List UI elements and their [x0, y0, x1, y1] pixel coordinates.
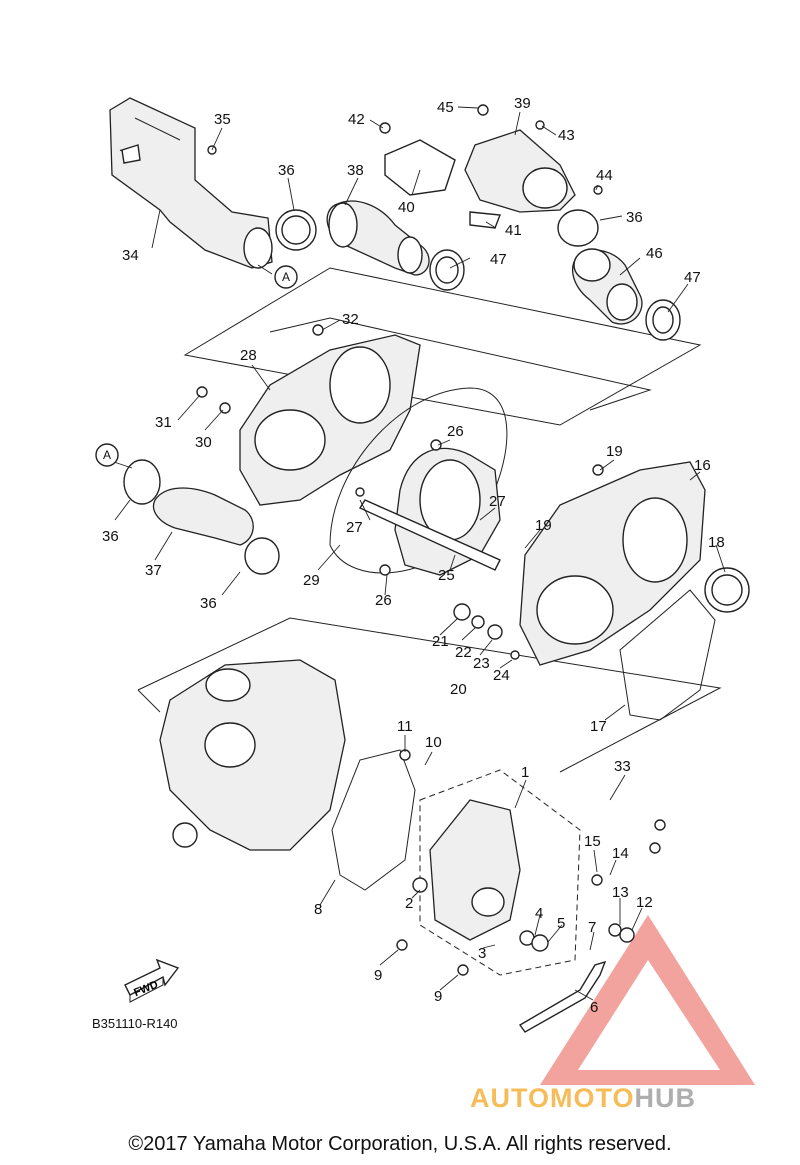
clutch-cover-outer-16 [519, 461, 706, 666]
watermark-logo: AUTOMOTOHUB [470, 1083, 696, 1114]
callout-leader-lines [107, 106, 726, 1001]
reference-marker-a: A [95, 443, 119, 467]
callout-label: 11 [397, 718, 413, 735]
callout-labels: 35 36 38 42 45 39 43 40 44 36 34 41 47 4… [102, 95, 725, 1016]
callout-label: 27 [489, 493, 506, 510]
copyright-notice: ©2017 Yamaha Motor Corporation, U.S.A. A… [128, 1133, 672, 1155]
diagram-code: B351110-R140 [92, 1016, 178, 1031]
intake-duct-37 [123, 459, 280, 575]
hose-clamps-and-hoses [275, 200, 681, 341]
callout-label: 47 [684, 269, 701, 286]
callout-label: 1 [521, 764, 529, 781]
assembly-outline-frames [137, 267, 722, 976]
callout-label: 19 [606, 443, 623, 460]
callout-label: 34 [122, 247, 139, 264]
clutch-cover-inner-28 [239, 334, 421, 506]
callout-label: 9 [434, 988, 442, 1005]
watermark-text-part2: HUB [634, 1083, 697, 1113]
callout-label: 12 [636, 894, 653, 911]
callout-label: 9 [374, 967, 382, 984]
callout-label: 7 [588, 919, 596, 936]
callout-label: 13 [612, 884, 629, 901]
callout-label: 45 [437, 99, 454, 116]
reference-marker-a: A [274, 265, 298, 289]
crankcase-cover-1 [429, 799, 521, 941]
callout-label: 36 [278, 162, 295, 179]
callout-label: 16 [694, 457, 711, 474]
callout-label: 28 [240, 347, 257, 364]
callout-label: 26 [375, 592, 392, 609]
forward-direction-arrow: FWD [124, 958, 180, 1003]
callout-label: 43 [558, 127, 575, 144]
watermark-text-part1: AUTOMOTO [470, 1083, 635, 1113]
callout-label: 35 [214, 111, 231, 128]
callout-label: 3 [478, 945, 486, 962]
air-duct-housing-39 [384, 129, 576, 229]
callout-label: 36 [200, 595, 217, 612]
intake-duct-34 [109, 97, 273, 269]
callout-label: 39 [514, 95, 531, 112]
callout-label: 24 [493, 667, 510, 684]
callout-label: 27 [346, 519, 363, 536]
callout-label: 36 [102, 528, 119, 545]
reference-label: A [103, 448, 111, 462]
crankcase-cover-gasket-8 [331, 749, 416, 891]
oil-hose-6 [518, 960, 607, 1033]
callout-label: 38 [347, 162, 364, 179]
callout-label: 21 [432, 633, 449, 650]
callout-label: 4 [535, 905, 543, 922]
callout-label: 26 [447, 423, 464, 440]
callout-label: 44 [596, 167, 613, 184]
cover-bracket-assembly [358, 447, 501, 576]
callout-label: 5 [557, 915, 565, 932]
callout-label: 30 [195, 434, 212, 451]
callout-label: 40 [398, 199, 415, 216]
o-ring-gasket-29 [329, 387, 508, 574]
callout-label: 42 [348, 111, 365, 128]
exploded-parts-diagram: 35 36 38 42 45 39 43 40 44 36 34 41 47 4… [95, 95, 755, 1085]
callout-label: 23 [473, 655, 490, 672]
callout-label: 41 [505, 222, 522, 239]
cover-gasket-17 [619, 589, 716, 721]
callout-label: 6 [590, 999, 598, 1016]
callout-label: 22 [455, 644, 472, 661]
callout-label: 18 [708, 534, 725, 551]
callout-label: 19 [535, 517, 552, 534]
seal-ring-18 [704, 567, 750, 613]
callout-label: 17 [590, 718, 607, 735]
callout-label: 15 [584, 833, 601, 850]
engine-crankcase [159, 659, 346, 851]
callout-label: 47 [490, 251, 507, 268]
callout-label: 36 [626, 209, 643, 226]
callout-label: 37 [145, 562, 162, 579]
callout-label: 10 [425, 734, 442, 751]
callout-label: 2 [405, 895, 413, 912]
callout-label: 25 [438, 567, 455, 584]
fasteners-washers [196, 104, 666, 976]
callout-label: 29 [303, 572, 320, 589]
callout-label: 33 [614, 758, 631, 775]
callout-label: 31 [155, 414, 172, 431]
callout-label: 20 [450, 681, 467, 698]
callout-label: 8 [314, 901, 322, 918]
reference-label: A [282, 270, 290, 284]
callout-label: 14 [612, 845, 629, 862]
callout-label: 32 [342, 311, 359, 328]
watermark-triangle [540, 915, 755, 1085]
callout-label: 46 [646, 245, 663, 262]
